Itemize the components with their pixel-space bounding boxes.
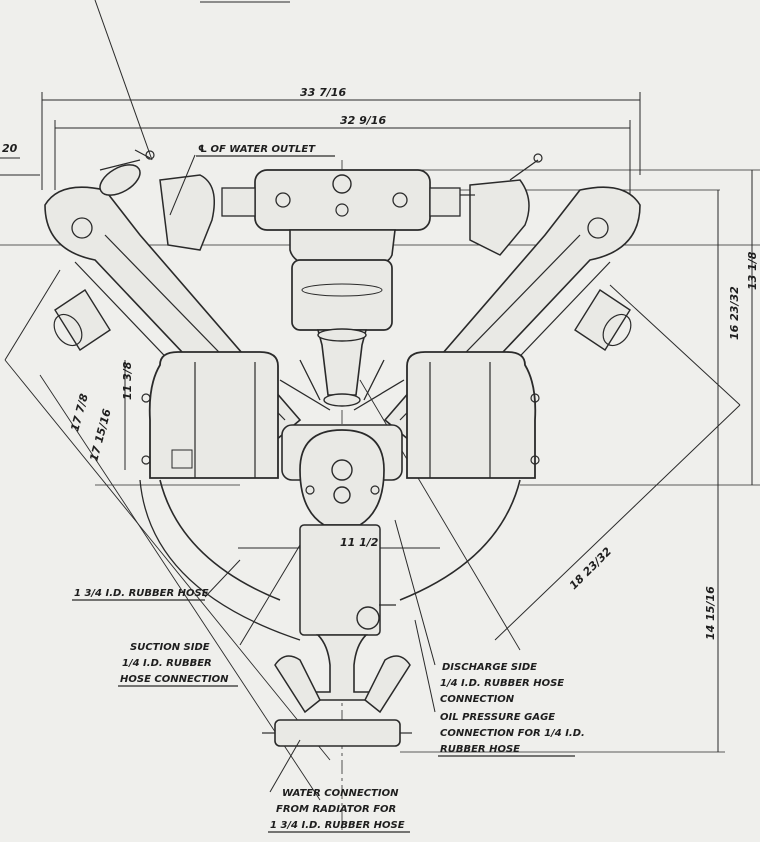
height-right-total-label: 13 1/8 xyxy=(746,251,759,290)
right-cylinder-bank xyxy=(383,153,641,479)
water-pump-assembly xyxy=(139,424,521,747)
water-connection-line-1: WATER CONNECTION xyxy=(282,788,399,799)
oil-pressure-line-3: RUBBER HOSE xyxy=(440,744,520,755)
suction-side-line-2: 1/4 I.D. RUBBER xyxy=(122,658,212,669)
oil-pressure-line-1: OIL PRESSURE GAGE xyxy=(440,712,555,723)
diag-right-label: 18 23/32 xyxy=(567,545,614,592)
center-offset-label: 11 1/2 xyxy=(340,536,379,549)
overall-width-inner-label: 32 9/16 xyxy=(340,114,386,127)
height-right-upper-label: 16 23/32 xyxy=(728,286,741,340)
diag-left-1-label: 17 7/8 xyxy=(68,392,91,433)
diag-left-2-label: 17 15/16 xyxy=(87,407,114,463)
oil-pressure-line-2: CONNECTION FOR 1/4 I.D. xyxy=(440,728,585,739)
discharge-side-line-1: DISCHARGE SIDE xyxy=(442,662,537,673)
water-connection-line-3: 1 3/4 I.D. RUBBER HOSE xyxy=(270,820,405,831)
rubber-hose-label: 1 3/4 I.D. RUBBER HOSE xyxy=(74,588,209,599)
lower-height-label: 14 15/16 xyxy=(704,586,717,640)
left-cylinder-bank xyxy=(44,149,302,479)
water-outlet-manifold xyxy=(221,169,475,411)
overall-width-outer-label: 33 7/16 xyxy=(300,86,346,99)
suction-side-line-3: HOSE CONNECTION xyxy=(120,674,229,685)
leader-lines xyxy=(169,154,436,793)
discharge-side-line-2: 1/4 I.D. RUBBER HOSE xyxy=(440,678,564,689)
water-connection-line-2: FROM RADIATOR FOR xyxy=(276,804,396,815)
water-outlet-label: ℄ OF WATER OUTLET xyxy=(198,144,316,155)
discharge-side-line-3: CONNECTION xyxy=(440,694,515,705)
callout-labels: ℄ OF WATER OUTLET 1 3/4 I.D. RUBBER HOSE… xyxy=(72,144,585,833)
left-edge-fragment: 20 xyxy=(2,142,18,155)
cyl-height-label: 11 3/8 xyxy=(121,361,134,400)
suction-side-line-1: SUCTION SIDE xyxy=(130,642,210,653)
